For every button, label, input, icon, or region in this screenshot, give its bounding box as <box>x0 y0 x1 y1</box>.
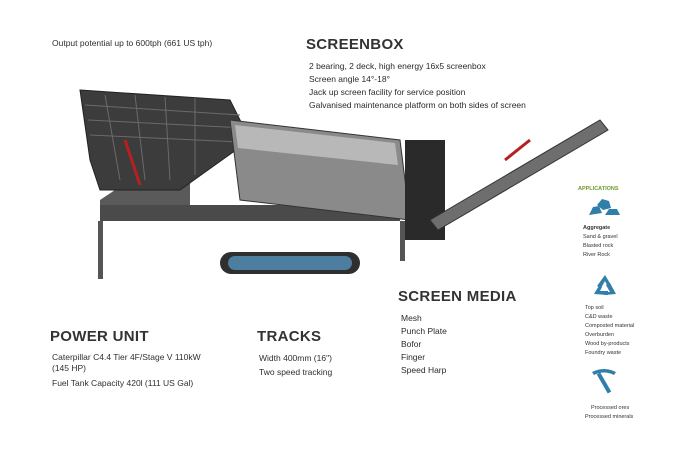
screen-media-item: Punch Plate <box>401 326 447 336</box>
screen-media-item: Mesh <box>401 313 422 323</box>
screenbox-title: SCREENBOX <box>306 36 404 53</box>
screenbox-spec-line: Screen angle 14°-18° <box>309 74 390 84</box>
aggregate-item: Aggregate <box>583 225 611 231</box>
feed-hopper <box>79 89 251 191</box>
power-unit-title: POWER UNIT <box>50 328 149 345</box>
screenbox-spec-line: Galvanised maintenance platform on both … <box>309 100 526 110</box>
pickaxe-icon <box>592 369 616 394</box>
tracks-spec-line: Width 400mm (16") <box>259 353 332 363</box>
mining-item: Processed ores <box>591 405 630 411</box>
power-unit-spec-line: (145 HP) <box>52 363 87 373</box>
aggregate-item: Sand & gravel <box>583 234 618 240</box>
screenbox-spec-line: Jack up screen facility for service posi… <box>309 87 466 97</box>
output-potential: Output potential up to 600tph (661 US tp… <box>52 38 213 48</box>
hopper-grid <box>84 94 246 181</box>
recycle-icon <box>594 275 616 295</box>
power-unit-spec-line: Fuel Tank Capacity 420l (111 US Gal) <box>52 378 194 388</box>
front-leg <box>98 221 103 279</box>
mining-list: Processed ores Processed minerals <box>585 404 685 422</box>
screen-media-item: Speed Harp <box>401 365 447 375</box>
screen-media-list: Mesh Punch Plate Bofor Finger Speed Harp <box>401 312 447 377</box>
screen-media-item: Bofor <box>401 339 422 349</box>
screener-machine-illustration <box>79 89 609 279</box>
screenbox-specs: 2 bearing, 2 deck, high energy 16x5 scre… <box>309 60 526 112</box>
tracks-specs: Width 400mm (16") Two speed tracking <box>259 353 332 378</box>
screen-media-title: SCREEN MEDIA <box>398 288 517 305</box>
recycling-item: Top soil <box>585 305 604 311</box>
recycling-item: Wood by-products <box>585 341 630 347</box>
power-unit-specs: Caterpillar C4.4 Tier 4F/Stage V 110kW (… <box>52 352 201 389</box>
recycling-item: Composted material <box>585 323 635 329</box>
aggregate-item: Blasted rock <box>583 243 614 249</box>
power-unit-spec-line: Caterpillar C4.4 Tier 4F/Stage V 110kW <box>52 352 201 362</box>
recycling-list: Top soil C&D waste Composted material Ov… <box>585 304 685 358</box>
hydraulic-ram <box>504 138 531 162</box>
tracks-title: TRACKS <box>257 328 322 345</box>
screenbox-spec-line: 2 bearing, 2 deck, high energy 16x5 scre… <box>309 61 486 71</box>
recycling-item: C&D waste <box>585 314 613 320</box>
mining-item: Processed minerals <box>585 414 634 420</box>
aggregate-list: Aggregate Sand & gravel Blasted rock Riv… <box>583 224 663 260</box>
track-rollers <box>228 256 352 270</box>
hydraulic-ram <box>123 139 142 186</box>
rocks-icon <box>589 199 620 215</box>
recycling-item: Overburden <box>585 332 615 338</box>
screen-media-item: Finger <box>401 352 426 362</box>
screen-deck <box>235 125 398 165</box>
rear-leg <box>400 221 405 261</box>
aggregate-item: River Rock <box>583 252 610 258</box>
stockpile-conveyor <box>429 119 609 231</box>
tracks-spec-line: Two speed tracking <box>259 367 333 377</box>
applications-title: APPLICATIONS <box>578 186 619 192</box>
recycling-item: Foundry waste <box>585 350 622 356</box>
